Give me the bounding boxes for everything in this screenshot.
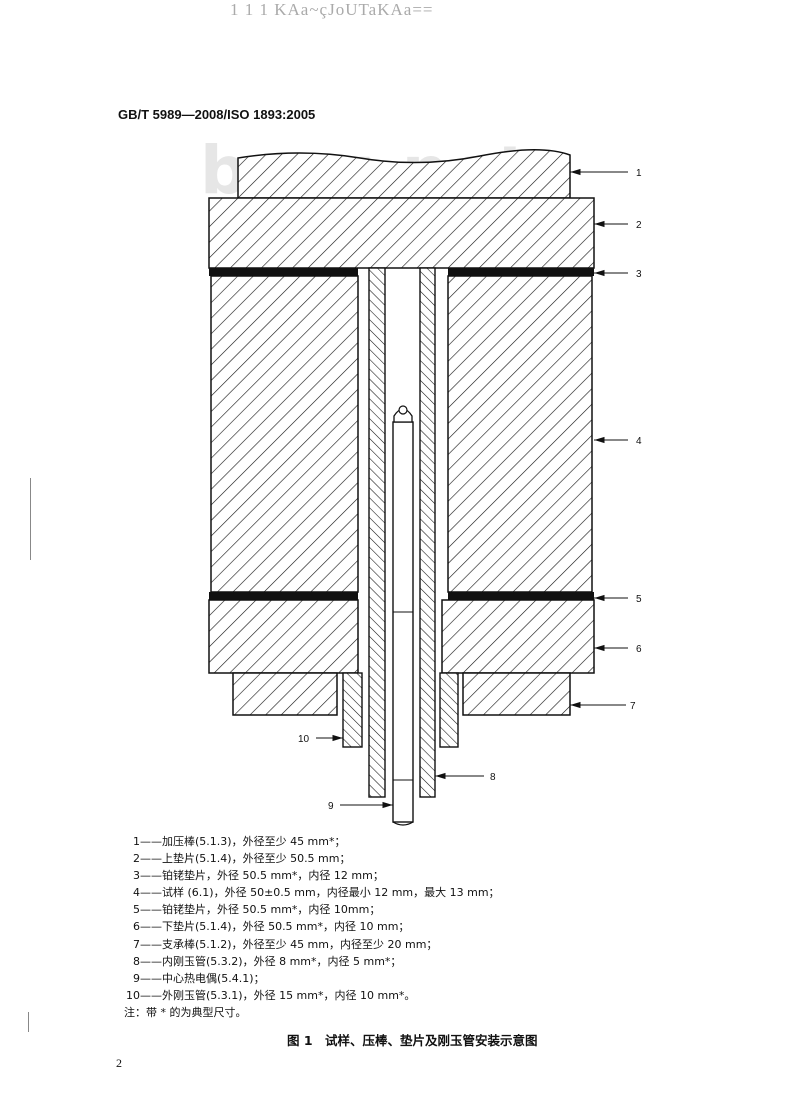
callout-3: 3 [636, 269, 642, 280]
legend-note: 注：带 * 的为典型尺寸。 [124, 1005, 247, 1019]
legend-text: ——外刚玉管(5.3.1)，外径 15 mm*，内径 10 mm*。 [140, 988, 416, 1002]
scan-mark-left-lower [28, 1012, 29, 1032]
support-rod-left [232, 672, 338, 716]
callout-8: 8 [490, 772, 496, 783]
inner-corundum-tube-right [419, 267, 436, 798]
legend-number: 8 [133, 954, 140, 968]
pt-rh-spacer-upper [209, 268, 358, 276]
legend-item: 3——铂铑垫片，外径 50.5 mm*，内径 12 mm； [124, 867, 500, 884]
legend-number: 9 [133, 971, 140, 985]
header-top-text: 1 1 1 KAa~çJoUTaKAa== [230, 0, 434, 19]
callout-6: 6 [636, 644, 642, 655]
support-rod-right [462, 672, 571, 716]
legend-item: 4——试样 (6.1)，外径 50±0.5 mm，内径最小 12 mm，最大 1… [124, 884, 500, 901]
upper-spacer [208, 197, 595, 269]
legend-item: 1——加压棒(5.1.3)，外径至少 45 mm*； [124, 833, 500, 850]
legend-text: ——中心热电偶(5.4.1)； [140, 971, 265, 985]
legend-item: 2——上垫片(5.1.4)，外径至少 50.5 mm； [124, 850, 500, 867]
callout-1: 1 [636, 168, 642, 179]
inner-corundum-tube-left [368, 267, 386, 798]
legend-item: 5——铂铑垫片，外径 50.5 mm*，内径 10mm； [124, 901, 500, 918]
legend-number: 3 [133, 869, 140, 883]
legend-number: 7 [133, 937, 140, 951]
callout-10: 10 [298, 734, 310, 745]
legend-text: ——铂铑垫片，外径 50.5 mm*，内径 10mm； [140, 903, 381, 917]
figure-legend: 1——加压棒(5.1.3)，外径至少 45 mm*； 2——上垫片(5.1.4)… [124, 833, 500, 1021]
lower-spacer-right [441, 599, 595, 674]
page-number: 2 [116, 1056, 122, 1070]
legend-item: 10——外刚玉管(5.3.1)，外径 15 mm*，内径 10 mm*。 [124, 987, 500, 1004]
thermocouple-rod [392, 421, 414, 823]
legend-number: 10 [126, 988, 140, 1002]
legend-text: ——上垫片(5.1.4)，外径至少 50.5 mm； [140, 852, 351, 866]
legend-number: 4 [133, 886, 140, 900]
legend-text: ——试样 (6.1)，外径 50±0.5 mm，内径最小 12 mm，最大 13… [140, 886, 500, 900]
legend-text: ——内刚玉管(5.3.2)，外径 8 mm*，内径 5 mm*； [140, 954, 402, 968]
callout-5: 5 [636, 594, 642, 605]
specimen-left [210, 275, 359, 593]
legend-text: ——加压棒(5.1.3)，外径至少 45 mm*； [140, 835, 346, 848]
pressure-rod [237, 149, 571, 199]
legend-text: ——下垫片(5.1.4)，外径 50.5 mm*，内径 10 mm； [140, 920, 410, 934]
specimen-right [447, 275, 593, 593]
lower-spacer-left [208, 599, 359, 674]
legend-number: 5 [133, 903, 140, 917]
scan-mark-left [30, 478, 31, 560]
callout-9: 9 [328, 801, 334, 812]
outer-corundum-tube-right [439, 672, 459, 748]
legend-number: 1 [133, 835, 140, 848]
legend-text: ——支承棒(5.1.2)，外径至少 45 mm，内径至少 20 mm； [140, 937, 438, 951]
legend-number: 2 [133, 852, 140, 866]
legend-item: 8——内刚玉管(5.3.2)，外径 8 mm*，内径 5 mm*； [124, 953, 500, 970]
legend-item: 7——支承棒(5.1.2)，外径至少 45 mm，内径至少 20 mm； [124, 936, 500, 953]
callout-4: 4 [636, 436, 642, 447]
callout-7: 7 [630, 701, 636, 712]
callout-2: 2 [636, 220, 642, 231]
pt-rh-spacer-lower [209, 592, 358, 600]
figure-caption: 图 1 试样、压棒、垫片及刚玉管安装示意图 [287, 1033, 538, 1048]
legend-text: ——铂铑垫片，外径 50.5 mm*，内径 12 mm； [140, 869, 384, 883]
pt-rh-spacer-upper-right [448, 268, 594, 276]
standard-code: GB/T 5989—2008/ISO 1893:2005 [118, 107, 316, 122]
outer-corundum-tube-left [342, 672, 363, 748]
legend-number: 6 [133, 920, 140, 934]
legend-item: 6——下垫片(5.1.4)，外径 50.5 mm*，内径 10 mm； [124, 918, 500, 935]
pt-rh-spacer-lower-right [448, 592, 594, 600]
legend-item: 9——中心热电偶(5.4.1)； [124, 970, 500, 987]
